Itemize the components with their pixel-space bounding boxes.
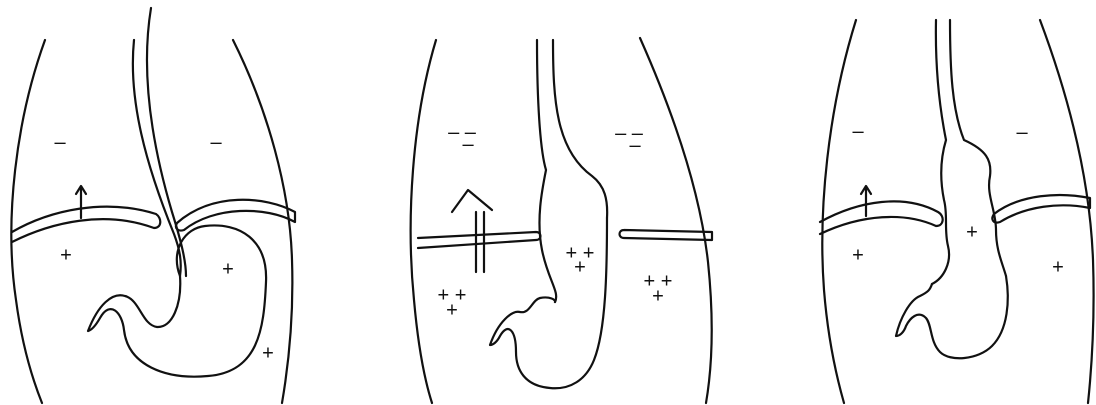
sign-plus: + — [60, 244, 72, 266]
stomach — [896, 276, 1008, 358]
diaphragm-left — [12, 207, 160, 242]
diaphragm-right — [176, 200, 295, 231]
esophagus-left-wall — [932, 20, 949, 284]
diaphragm-right — [992, 195, 1090, 222]
sign-minus: – — [54, 131, 66, 153]
esophagus-right-wall — [147, 8, 186, 276]
sign-minus: – — [462, 133, 474, 155]
sign-plus: + — [652, 285, 664, 307]
esophagus-right-wall — [950, 20, 1006, 276]
diaphragm-left — [418, 232, 541, 248]
body-wall-left — [11, 40, 45, 403]
stomach — [88, 225, 266, 376]
sign-plus: + — [262, 342, 274, 364]
panel-middle: – – – – – – + + + + + + + + + — [411, 38, 712, 403]
body-wall-left — [411, 40, 436, 403]
sign-plus: + — [222, 258, 234, 280]
esophagus-right-wall — [553, 40, 607, 218]
sign-plus: + — [574, 256, 586, 278]
sign-plus: + — [852, 244, 864, 266]
pressure-arrow-head — [452, 190, 492, 212]
sign-minus: – — [1016, 121, 1028, 143]
panel-right: – – + + + — [820, 20, 1094, 403]
sign-plus: + — [446, 299, 458, 321]
body-wall-right — [1040, 20, 1094, 403]
body-wall-right — [640, 38, 712, 403]
panel-left: – – + + + — [11, 8, 295, 403]
diaphragm-left — [820, 201, 943, 234]
sign-minus: – — [629, 134, 641, 156]
sign-plus: + — [1052, 256, 1064, 278]
sign-minus: – — [210, 131, 222, 153]
sign-minus: – — [852, 120, 864, 142]
sign-plus: + — [966, 221, 978, 243]
diaphragm-right — [620, 230, 713, 240]
esophagus-left-wall — [133, 40, 181, 276]
body-wall-left — [822, 20, 856, 403]
